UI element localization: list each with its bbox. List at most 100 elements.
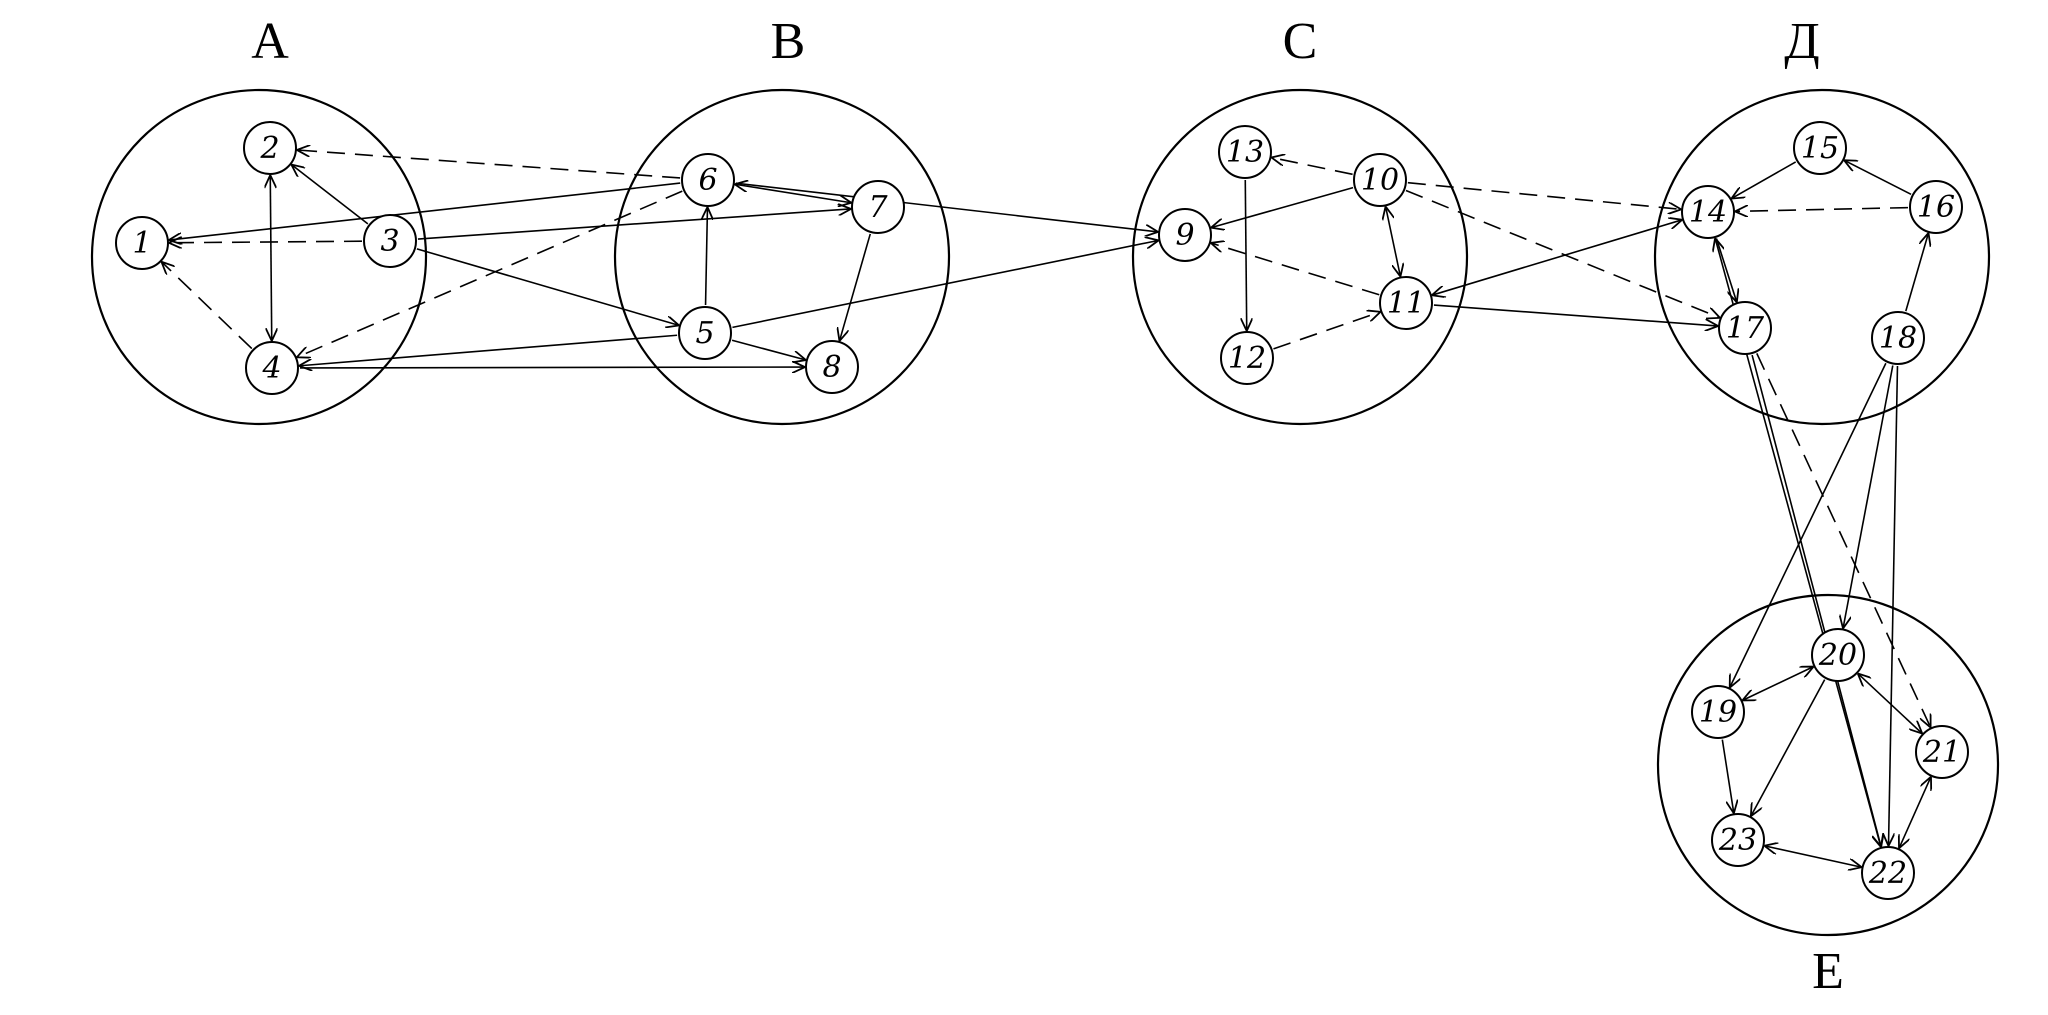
edge-4-8 (299, 367, 804, 368)
cluster-b-circle (613, 88, 951, 426)
edge-5-4 (300, 334, 678, 365)
edge-20-21 (1858, 674, 1921, 733)
node-15: 15 (1793, 121, 1847, 175)
node-10: 10 (1353, 153, 1407, 207)
edge-11-17 (1433, 304, 1717, 326)
node-20: 20 (1811, 628, 1865, 682)
node-label: 3 (380, 224, 399, 259)
node-19: 19 (1691, 685, 1745, 739)
edge-10-17 (1405, 189, 1719, 318)
edge-6-2 (298, 150, 681, 179)
edge-5-9 (732, 241, 1157, 329)
edge-18-16 (1905, 234, 1928, 312)
edge-20-23 (1751, 679, 1826, 816)
edge-11-14 (1433, 220, 1681, 295)
node-circle (1861, 846, 1915, 900)
cluster-a-circle (90, 88, 428, 426)
node-label: 19 (1699, 695, 1737, 730)
node-22: 22 (1861, 846, 1915, 900)
node-label: 10 (1361, 163, 1399, 198)
node-label: 22 (1868, 856, 1907, 891)
node-12: 12 (1220, 331, 1274, 385)
node-14: 14 (1681, 185, 1735, 239)
node-label: 13 (1226, 135, 1264, 170)
node-label: 14 (1689, 195, 1727, 230)
node-circle (1915, 725, 1969, 779)
node-circle (245, 341, 299, 395)
edge-5-8 (731, 339, 805, 360)
edge-13-12 (1245, 179, 1246, 330)
edge-16-14 (1736, 208, 1909, 212)
edge-15-14 (1732, 161, 1797, 198)
node-label: 18 (1879, 321, 1917, 356)
node-1: 1 (115, 216, 169, 270)
edge-2-4 (270, 176, 271, 340)
node-18: 18 (1871, 311, 1925, 365)
edge-12-11 (1273, 312, 1379, 350)
edge-10-9 (1212, 186, 1354, 228)
node-2: 2 (243, 121, 297, 175)
edge-6-1 (170, 182, 681, 240)
edge-3-2 (292, 165, 369, 225)
cluster-label-c: С (1283, 13, 1318, 70)
node-circle (1871, 311, 1925, 365)
node-circle (851, 180, 905, 234)
node-label: 6 (698, 163, 717, 198)
node-circle (1220, 331, 1274, 385)
edge-4-1 (162, 262, 253, 350)
edge-3-5 (416, 248, 678, 325)
node-label: 12 (1228, 341, 1266, 376)
node-11: 11 (1379, 276, 1433, 330)
edge-10-13 (1272, 158, 1353, 176)
node-label: 2 (259, 131, 279, 166)
node-label: 7 (868, 190, 888, 225)
node-label: 8 (822, 350, 841, 385)
edge-5-6 (706, 208, 708, 306)
node-label: 5 (695, 316, 714, 351)
node-circle (1793, 121, 1847, 175)
node-circle (805, 340, 859, 394)
node-label: 21 (1922, 735, 1961, 770)
node-circle (1711, 813, 1765, 867)
node-label: 23 (1718, 823, 1757, 858)
node-label: 15 (1801, 131, 1839, 166)
node-circle (243, 121, 297, 175)
cluster-label-a: А (251, 13, 289, 70)
node-5: 5 (678, 306, 732, 360)
node-9: 9 (1158, 208, 1212, 262)
edge-23-22 (1765, 846, 1860, 867)
node-4: 4 (245, 341, 299, 395)
edge-18-20 (1843, 365, 1894, 628)
edge-10-14 (1407, 181, 1680, 210)
node-label: 17 (1726, 311, 1765, 346)
node-13: 13 (1218, 125, 1272, 179)
edge-3-1 (170, 241, 363, 243)
node-3: 3 (363, 214, 417, 268)
node-circle (1158, 208, 1212, 262)
node-21: 21 (1915, 725, 1969, 779)
edge-21-22 (1899, 778, 1930, 848)
edge-11-9 (1212, 243, 1380, 296)
node-label: 11 (1387, 286, 1425, 321)
edge-18-19 (1730, 362, 1887, 687)
node-6: 6 (681, 153, 735, 207)
node-17: 17 (1718, 301, 1772, 355)
edge-7-8 (840, 233, 872, 340)
node-label: 20 (1818, 638, 1857, 673)
edge-6-9 (735, 182, 1157, 232)
node-label: 1 (132, 226, 151, 261)
edge-19-23 (1721, 739, 1733, 813)
node-label: 16 (1917, 190, 1955, 225)
edge-10-11 (1386, 207, 1400, 275)
node-circle (363, 214, 417, 268)
node-circle (115, 216, 169, 270)
edge-14-17 (1715, 238, 1737, 302)
node-circle (1718, 301, 1772, 355)
node-23: 23 (1711, 813, 1765, 867)
edge-18-22 (1889, 365, 1899, 845)
node-8: 8 (805, 340, 859, 394)
edges-layer (162, 150, 1930, 867)
edge-16-15 (1845, 161, 1912, 196)
